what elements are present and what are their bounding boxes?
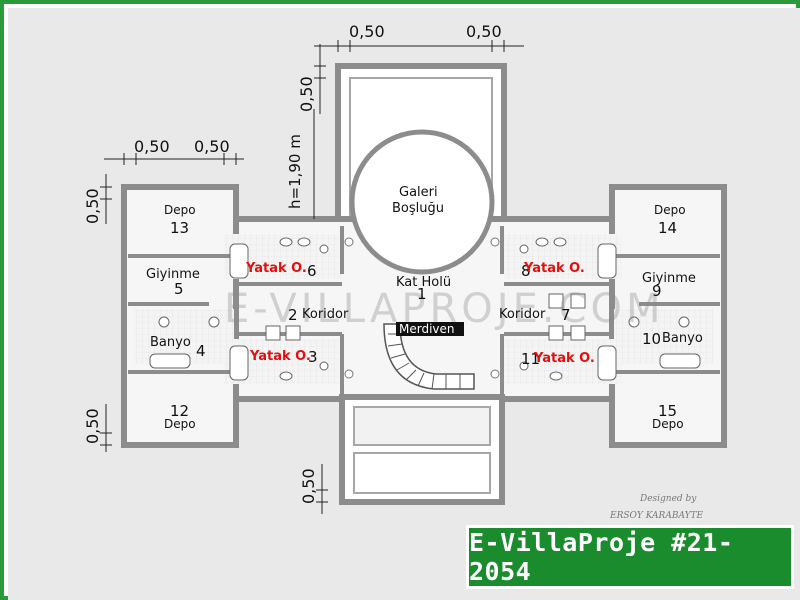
project-title: E-VillaProje #21-2054: [469, 528, 734, 586]
giyinme-5-num: 5: [174, 280, 184, 298]
dim-left-a: 0,50: [134, 137, 170, 156]
depo-15-label: Depo: [652, 417, 684, 431]
yatak-6-num: 6: [307, 262, 317, 280]
koridor-right-label: Koridor: [499, 307, 546, 322]
dim-bottom-vertical: 0,50: [299, 468, 318, 504]
dim-top-vertical: 0,50: [297, 76, 316, 112]
bottom-balcony: [353, 406, 491, 446]
depo-14-label: Depo: [654, 203, 686, 217]
depo-14-num: 14: [658, 219, 677, 237]
columns: [344, 237, 500, 379]
dim-top-left: 0,50: [349, 22, 385, 41]
koridor-right-num: 7: [561, 306, 571, 324]
gallery-void: [349, 129, 495, 275]
watermark: E-VILLAPROJE.COM: [224, 286, 664, 332]
depo-12-num: 12: [170, 402, 189, 420]
depo-13-num: 13: [170, 219, 189, 237]
banyo-4-label: Banyo: [150, 335, 191, 350]
depo-13-label: Depo: [164, 203, 196, 217]
bottom-lower-space: [353, 452, 491, 494]
banyo-10-num: 10: [642, 330, 661, 348]
signature-line-2: ERSOY KARABAYTE: [609, 511, 704, 521]
giyinme-5-label: Giyinme: [146, 267, 200, 282]
kat-holu-label: Kat Holü: [396, 275, 451, 290]
room-labels: Galeri Boşluğu Kat Holü 1 2 Koridor Kori…: [146, 185, 703, 431]
stair-label-bg: [396, 322, 464, 336]
designer-signature: Designed by ERSOY KARABAYTE: [609, 494, 704, 521]
depo-15-num: 15: [658, 402, 677, 420]
title-banner: E-VillaProje #21-2054: [466, 525, 794, 589]
galeri-label-2: Boşluğu: [392, 201, 444, 216]
merdiven-label: Merdiven: [399, 322, 455, 336]
dim-left-vertical-top: 0,50: [83, 188, 102, 224]
yatak-11-label: Yatak O.: [533, 351, 595, 366]
dim-height: h=1,90 m: [286, 134, 304, 209]
dim-left-b: 0,50: [194, 137, 230, 156]
dim-left-vertical-bottom: 0,50: [83, 408, 102, 444]
kat-holu-num: 1: [417, 285, 427, 303]
yatak-3-label: Yatak O.: [249, 349, 311, 364]
giyinme-9-num: 9: [652, 282, 662, 300]
dimension-labels: 0,50 0,50 0,50 0,50 0,50 0,50 0,50 h=1,9…: [83, 22, 502, 504]
fixtures: [149, 237, 701, 381]
floor-plan-drawing: E-VILLAPROJE.COM 0,50 0,50 0,50 0,50 0,5…: [83, 22, 727, 521]
banyo-4-num: 4: [196, 342, 206, 360]
dimension-lines: [100, 40, 524, 514]
depo-12-label: Depo: [164, 417, 196, 431]
yatak-11-num: 11: [521, 350, 540, 368]
koridor-left-label: Koridor: [302, 307, 349, 322]
galeri-label: Galeri: [399, 185, 438, 200]
yatak-3-num: 3: [308, 348, 318, 366]
giyinme-9-label: Giyinme: [642, 271, 696, 286]
banyo-10-label: Banyo: [662, 331, 703, 346]
signature-line-1: Designed by: [639, 494, 697, 504]
yatak-6-label: Yatak O.: [245, 261, 307, 276]
yatak-8-num: 8: [521, 262, 531, 280]
dim-top-right: 0,50: [466, 22, 502, 41]
koridor-left-num: 2: [288, 306, 298, 324]
floor-plan: E-VILLAPROJE.COM 0,50 0,50 0,50 0,50 0,5…: [8, 8, 800, 600]
yatak-8-label: Yatak O.: [523, 261, 585, 276]
staircase: [383, 322, 475, 390]
